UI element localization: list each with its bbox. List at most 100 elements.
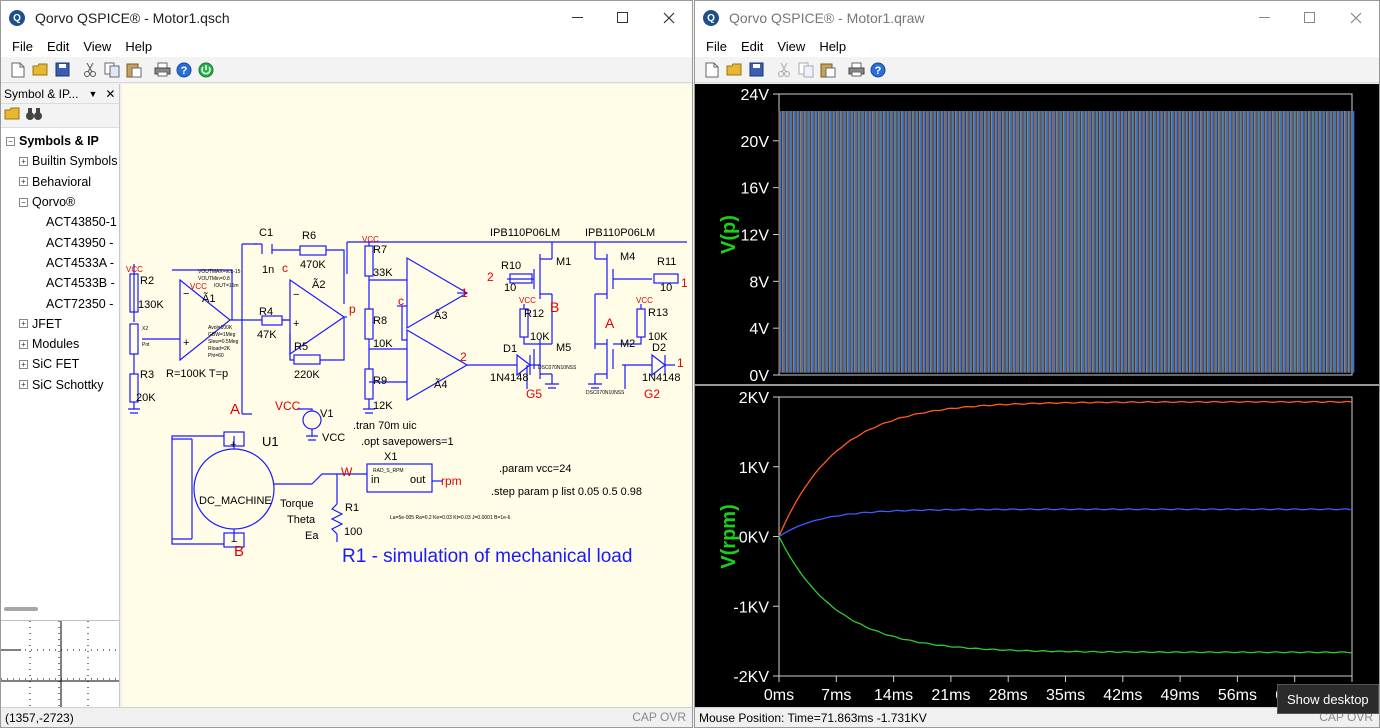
tree-item[interactable]: +JFET: [1, 314, 119, 334]
panel-dropdown-icon[interactable]: ▼: [88, 88, 98, 99]
tree-item[interactable]: −Qorvo®: [1, 192, 119, 212]
collapse-icon[interactable]: −: [19, 197, 28, 207]
tree-item[interactable]: ACT43950 -: [1, 232, 119, 252]
r12-label: R12: [524, 308, 544, 320]
print-icon[interactable]: [845, 59, 867, 81]
collapse-icon[interactable]: −: [6, 136, 15, 146]
copy-icon[interactable]: [101, 59, 123, 81]
a1-param-1: VOUTMin=0.8: [198, 276, 230, 282]
expand-icon[interactable]: +: [19, 319, 28, 329]
expand-icon[interactable]: +: [19, 177, 28, 187]
svg-text:?: ?: [181, 65, 188, 77]
r13-label: R13: [648, 307, 668, 319]
tree-item[interactable]: +SiC Schottky: [1, 375, 119, 395]
r9-value: 12K: [373, 400, 393, 412]
cut-icon[interactable]: [773, 59, 795, 81]
c1-label: C1: [259, 227, 273, 239]
a1-label: Ã1: [202, 292, 215, 305]
tree-item[interactable]: ACT4533B -: [1, 273, 119, 293]
open-folder-icon[interactable]: [29, 59, 51, 81]
schematic-canvas[interactable]: C1 1n R6 470K R2 130K R3 20K R4 47K R5 2…: [122, 84, 692, 708]
help-icon[interactable]: ?: [173, 59, 195, 81]
panel-open-folder-icon[interactable]: [4, 107, 21, 124]
a1-param2-0: Avol=100K: [208, 325, 233, 331]
tree-item[interactable]: +SiC FET: [1, 354, 119, 374]
y-tick-label: 4V: [749, 321, 769, 338]
x-tick-label: 21ms: [931, 687, 970, 704]
menu-edit[interactable]: Edit: [46, 38, 70, 54]
expand-icon[interactable]: +: [19, 156, 28, 166]
tree-item[interactable]: ACT4533A -: [1, 253, 119, 273]
maximize-button[interactable]: [600, 1, 646, 35]
status-indicators: CAP OVR: [632, 710, 686, 724]
tree-item[interactable]: ACT72350 -: [1, 293, 119, 313]
tree-item[interactable]: +Builtin Symbols: [1, 151, 119, 171]
pot-x2-label: X2: [142, 326, 148, 332]
help-icon[interactable]: ?: [867, 59, 889, 81]
m4-model: IPB110P06LM: [585, 227, 655, 239]
m2-label: M2: [620, 338, 635, 350]
panel-close-icon[interactable]: ✕: [105, 86, 116, 101]
tree-item-label: ACT72350 -: [46, 296, 114, 311]
menu-file[interactable]: File: [706, 38, 727, 54]
menu-help[interactable]: Help: [819, 38, 847, 54]
close-button[interactable]: [646, 1, 692, 35]
a1-plus: +: [183, 337, 189, 349]
r7-label: R7: [373, 244, 387, 256]
m5-label: M5: [556, 342, 571, 354]
paste-icon[interactable]: [123, 59, 145, 81]
menu-view[interactable]: View: [83, 38, 112, 54]
copy-icon[interactable]: [795, 59, 817, 81]
tree-item-label: Behavioral: [32, 174, 92, 189]
expand-icon[interactable]: +: [19, 359, 28, 369]
node-2-a4: 2: [460, 350, 467, 364]
print-icon[interactable]: [151, 59, 173, 81]
tree-item-label: ACT43850-1: [46, 215, 117, 230]
node-b-m1: B: [550, 299, 559, 315]
expand-icon[interactable]: +: [19, 380, 28, 390]
r5-value: 220K: [294, 369, 320, 381]
tree-item[interactable]: + Modules: [1, 334, 119, 354]
save-icon[interactable]: [745, 59, 767, 81]
menu-bar: File Edit View Help: [1, 35, 692, 57]
r2-label: R2: [140, 275, 154, 287]
save-icon[interactable]: [51, 59, 73, 81]
tree-item[interactable]: ACT43850-1: [1, 212, 119, 232]
minimize-button[interactable]: [554, 1, 600, 35]
menu-file[interactable]: File: [12, 38, 33, 54]
vcc-r2-label: VCC: [126, 265, 143, 274]
menu-view[interactable]: View: [777, 38, 806, 54]
x-tick-label: 0ms: [764, 687, 794, 704]
paste-icon[interactable]: [817, 59, 839, 81]
menu-help[interactable]: Help: [125, 38, 153, 54]
new-file-icon[interactable]: [7, 59, 29, 81]
close-button[interactable]: [1333, 1, 1379, 35]
maximize-button[interactable]: [1287, 1, 1333, 35]
expand-icon[interactable]: +: [19, 339, 28, 349]
x-tick-label: 35ms: [1046, 687, 1085, 704]
d1-value: 1N4148: [490, 372, 529, 384]
schematic-window: Q Qorvo QSPICE® - Motor1.qsch File Edit …: [0, 0, 693, 728]
tree-item-label: ACT4533B -: [46, 276, 115, 291]
horizontal-scrollbar[interactable]: [4, 607, 38, 611]
node-rpm: rpm: [441, 474, 462, 488]
open-folder-icon[interactable]: [723, 59, 745, 81]
minimize-button[interactable]: [1241, 1, 1287, 35]
menu-edit[interactable]: Edit: [740, 38, 764, 54]
directive-step: .step param p list 0.05 0.5 0.98: [491, 486, 642, 498]
tree-item[interactable]: + Behavioral: [1, 172, 119, 192]
tree-item-label: Modules: [32, 337, 80, 352]
y-tick-label: 2KV: [739, 390, 770, 407]
run-simulation-icon[interactable]: [195, 59, 217, 81]
menu-bar: File Edit View Help: [695, 35, 1379, 57]
new-file-icon[interactable]: [701, 59, 723, 81]
panel-binoculars-icon[interactable]: [25, 107, 43, 124]
waveform-window: Q Qorvo QSPICE® - Motor1.qraw File Edit …: [694, 0, 1380, 728]
torque-pin: Torque: [280, 498, 314, 510]
tree-item[interactable]: −Symbols & IP: [1, 131, 119, 151]
cut-icon[interactable]: [79, 59, 101, 81]
tree-item-label: ACT4533A -: [46, 255, 115, 270]
r1-value: 100: [344, 526, 362, 538]
motor-plus: +: [230, 439, 236, 451]
